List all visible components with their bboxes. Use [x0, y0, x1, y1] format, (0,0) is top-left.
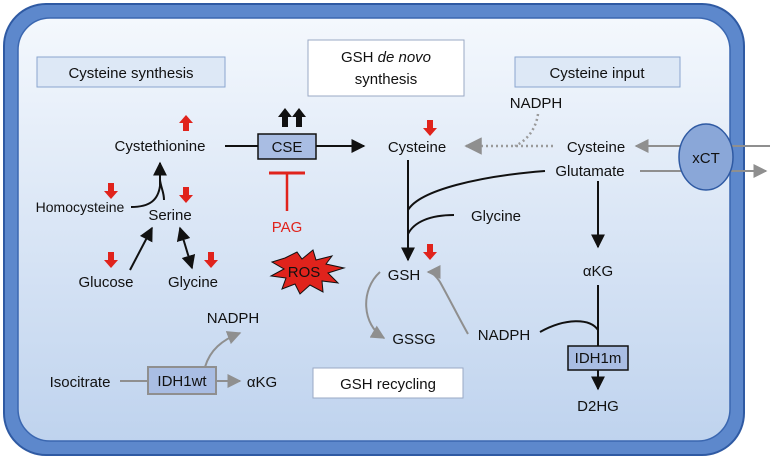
idh1m-enzyme	[567, 345, 629, 371]
glutamate-label: Glutamate	[555, 163, 624, 180]
glucose-label: Glucose	[78, 274, 133, 291]
nadph-top-label: NADPH	[510, 95, 563, 112]
cysteine-input-box: Cysteine input	[514, 56, 681, 88]
xct-label: xCT	[692, 150, 720, 167]
cse-up-arrow-1	[278, 108, 292, 127]
gsh-to-gssg	[365, 271, 386, 339]
cse-enzyme	[257, 133, 317, 160]
serine-glycine-arrow	[176, 226, 196, 270]
cysteine-down-arrow	[423, 120, 437, 136]
idh1wt-to-nadph	[204, 331, 242, 368]
cell-interior	[17, 17, 731, 442]
gssg-to-gsh	[426, 265, 469, 335]
cysteine-center-label: Cysteine	[388, 139, 446, 156]
nadph-right-label: NADPH	[478, 327, 531, 344]
cse-label: CSE	[272, 139, 303, 156]
glycine-to-gsh	[407, 214, 455, 235]
akg-left-label: αKG	[247, 374, 277, 391]
akg-right-label: αKG	[583, 263, 613, 280]
gsh-recycling-box: GSH recycling	[312, 367, 464, 399]
cse-up-arrow-2	[292, 108, 306, 127]
gsh-down-arrow	[423, 244, 437, 260]
gsh-de-novo-box: GSH de novo synthesis	[307, 39, 465, 97]
idh1m-label: IDH1m	[575, 350, 622, 367]
cystethionine-label: Cystethionine	[115, 138, 206, 155]
d2hg-label: D2HG	[577, 398, 619, 415]
pag-label: PAG	[272, 219, 303, 236]
idh1wt-label: IDH1wt	[157, 373, 207, 390]
gsh-label: GSH	[388, 267, 421, 284]
nadph-to-cysteine-reduction	[514, 113, 540, 148]
homocysteine-to-cystethionine	[130, 161, 167, 208]
glutamate-to-gsh	[407, 170, 546, 211]
gsh-recycling-label: GSH recycling	[340, 376, 436, 393]
idh1wt-enzyme	[147, 366, 217, 395]
glycine-left-label: Glycine	[168, 274, 218, 291]
ros-burst	[269, 249, 346, 295]
serine-label: Serine	[148, 207, 191, 224]
serine-join	[159, 179, 165, 201]
isocitrate-label: Isocitrate	[50, 374, 111, 391]
nadph-left-label: NADPH	[207, 310, 260, 327]
homocysteine-down-arrow	[104, 183, 118, 199]
cysteine-synthesis-box: Cysteine synthesis	[36, 56, 226, 88]
glycine-down-arrow	[204, 252, 218, 268]
gsh-de-novo-label: GSH de novo	[341, 49, 431, 66]
homocysteine-label: Homocysteine	[36, 199, 125, 215]
glucose-down-arrow	[104, 252, 118, 268]
cysteine-right-label: Cysteine	[567, 139, 625, 156]
gssg-label: GSSG	[392, 331, 435, 348]
gsh-de-novo-label-2: synthesis	[355, 71, 418, 88]
nadph-to-idh1m	[539, 320, 599, 333]
cystethionine-up-arrow	[179, 115, 193, 131]
xct-transporter	[678, 123, 734, 191]
glycine-center-label: Glycine	[471, 208, 521, 225]
cysteine-input-label: Cysteine input	[549, 65, 645, 82]
glucose-to-serine	[129, 226, 153, 271]
serine-down-arrow	[179, 187, 193, 203]
cysteine-synthesis-label: Cysteine synthesis	[68, 65, 193, 82]
ros-label: ROS	[288, 264, 321, 281]
